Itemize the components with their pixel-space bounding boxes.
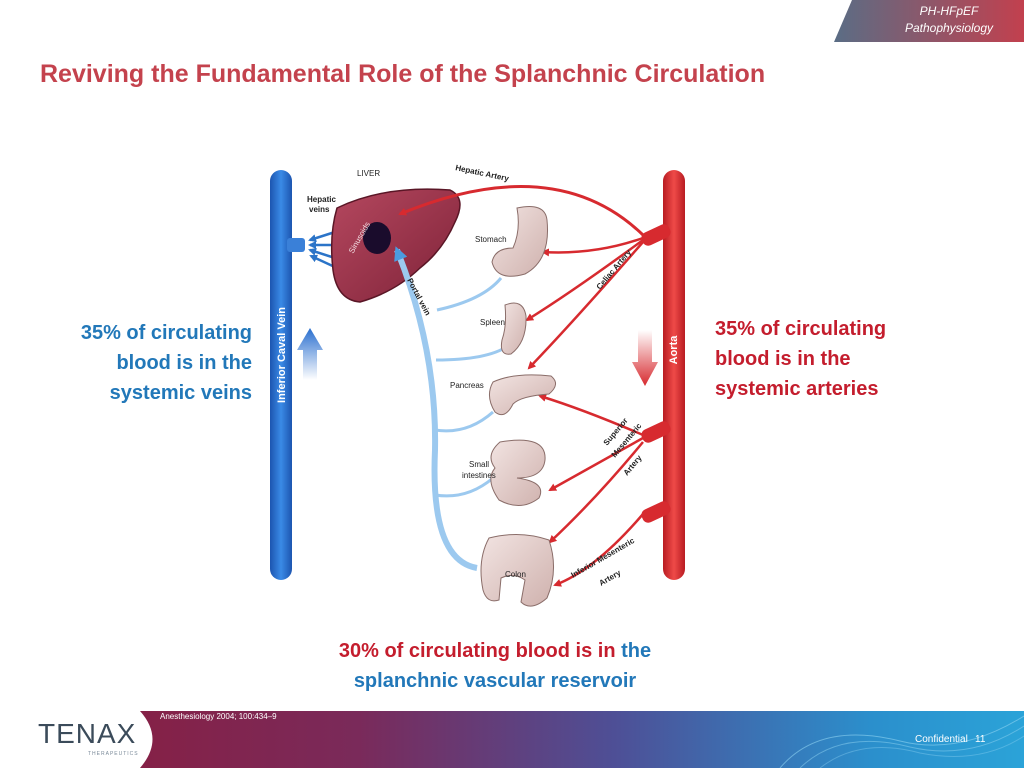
splanchnic-stat-blue-1: the: [621, 640, 652, 662]
portal-vein: [394, 246, 478, 571]
pancreas-label: Pancreas: [450, 381, 484, 390]
splanchnic-circulation-diagram: Inferior Caval Vein Aorta Sinusoids LIVE…: [270, 163, 685, 607]
hepatic-artery-label: Hepatic Artery: [455, 163, 511, 183]
systemic-arteries-stat: 35% of circulating blood is in the syste…: [715, 314, 915, 404]
page-title: Reviving the Fundamental Role of the Spl…: [40, 60, 766, 88]
small-intestines-label-2: intestines: [462, 471, 496, 480]
systemic-arteries-stat-line2: blood is in the: [715, 348, 851, 370]
spleen: [500, 302, 527, 355]
aorta: [663, 170, 685, 580]
stomach-label: Stomach: [475, 235, 507, 244]
page-number: 11: [975, 734, 986, 745]
section-tag-text: PH-HFpEF Pathophysiology: [834, 3, 1024, 37]
footer-bar: [0, 711, 1024, 768]
confidential-label: Confidential: [915, 734, 968, 745]
footer-background: [0, 711, 1024, 768]
inferior-mesenteric-stub: [641, 501, 671, 523]
inferior-mesenteric-label-2: Artery: [598, 568, 623, 588]
small-intestines: [490, 439, 546, 506]
hepatic-veins-label-2: veins: [309, 205, 330, 214]
pancreas: [489, 374, 556, 416]
liver-label: LIVER: [357, 169, 380, 178]
systemic-veins-stat-line3: systemic veins: [109, 382, 252, 404]
hepatic-vein-stub: [287, 238, 305, 252]
company-logo-subtitle: THERAPEUTICS: [88, 751, 139, 757]
celiac-artery-stub: [641, 224, 671, 246]
colon-label: Colon: [505, 570, 526, 579]
section-tag-line1: PH-HFpEF: [919, 4, 979, 18]
small-intestines-label-1: Small: [469, 460, 489, 469]
hepatic-veins-label-1: Hepatic: [307, 195, 336, 204]
systemic-veins-stat-line1: 35% of circulating: [80, 322, 252, 344]
arterial-flow-down-arrow: [632, 330, 658, 386]
splanchnic-stat-red: 30% of circulating blood is in: [338, 640, 616, 662]
sinusoids-region: [363, 222, 391, 254]
systemic-veins-stat: 35% of circulating blood is in the syste…: [60, 318, 252, 408]
stomach: [491, 206, 549, 277]
venous-flow-up-arrow: [297, 328, 323, 380]
inferior-caval-vein: [270, 170, 292, 580]
section-tag-background: [834, 0, 1024, 42]
systemic-arteries-stat-line1: 35% of circulating: [715, 318, 887, 340]
ivc-label: Inferior Caval Vein: [276, 307, 288, 403]
splanchnic-stat: 30% of circulating blood is in the splan…: [300, 636, 690, 696]
colon: [480, 534, 554, 607]
superior-mesenteric-stub: [641, 421, 671, 443]
spleen-label: Spleen: [480, 318, 505, 327]
systemic-arteries-stat-line3: systemic arteries: [715, 378, 879, 400]
aorta-label: Aorta: [668, 335, 680, 365]
splanchnic-stat-blue-2: splanchnic vascular reservoir: [353, 670, 637, 692]
systemic-veins-stat-line2: blood is in the: [116, 352, 252, 374]
hepatic-artery: [398, 185, 645, 237]
citation: Anesthesiology 2004; 100:434–9: [160, 712, 277, 721]
section-tag-line2: Pathophysiology: [904, 21, 994, 35]
inferior-mesenteric-label-1: Inferior Mesenteric: [570, 536, 637, 580]
section-tag: PH-HFpEF Pathophysiology: [834, 0, 1024, 42]
company-logo: TENAX: [38, 718, 137, 749]
splanchnic-stat-line1: 30% of circulating blood is in the: [300, 636, 690, 666]
liver: [330, 188, 461, 303]
